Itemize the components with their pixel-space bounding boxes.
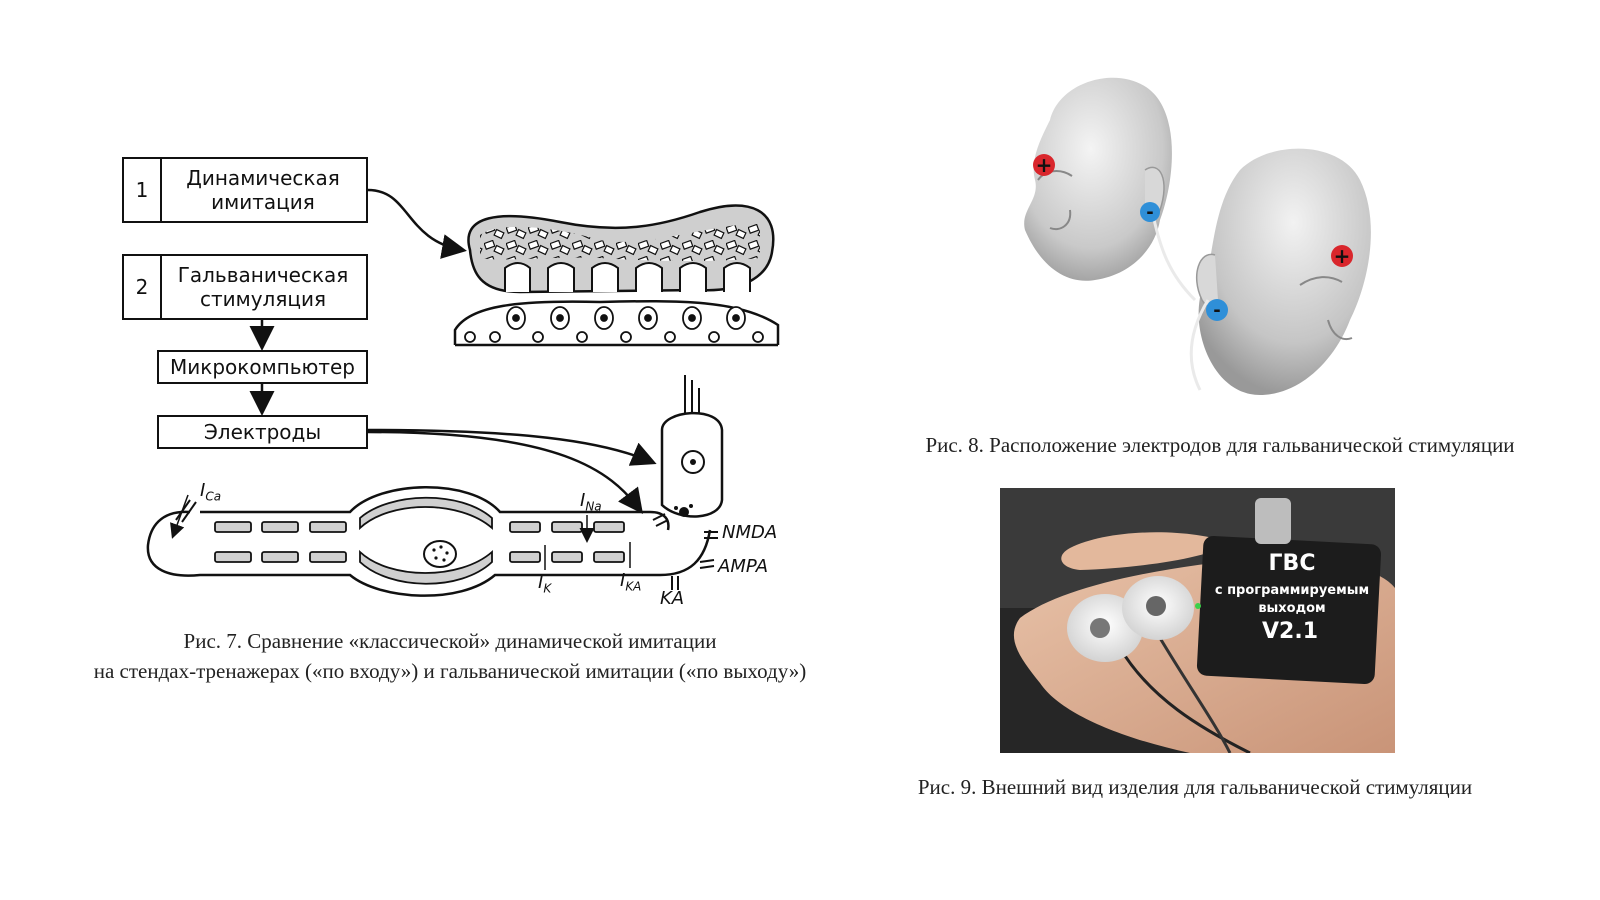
label-ika: IKA: [620, 570, 642, 594]
label-ina: INa: [580, 490, 602, 514]
device-photo: ГВС с программируемым выходом V2.1: [1000, 488, 1395, 753]
plus-electrode-left: [1033, 154, 1055, 176]
arrow-electrodes-to-haircell: [367, 428, 657, 466]
plus-electrode-right: [1331, 245, 1353, 267]
box-label: Динамическая имитация: [186, 166, 340, 214]
heads-illustration: + - + -: [1024, 77, 1371, 395]
arrow-electrodes-to-synapse: [367, 430, 644, 514]
figure-7-caption: Рис. 7. Сравнение «классической» динамич…: [40, 626, 860, 686]
neuron: [146, 486, 718, 597]
label-ica: ICa: [200, 480, 222, 504]
head-left: [1024, 77, 1197, 302]
arrow-to-otolith: [367, 188, 467, 259]
figure-8-caption: Рис. 8. Расположение электродов для галь…: [925, 433, 1515, 457]
box-galvanic-stimulation: 2 Гальваническая стимуляция: [122, 254, 368, 320]
box-electrodes: Электроды: [157, 415, 368, 449]
otolith-organ: [453, 204, 780, 347]
device-label-sub1: с программируемым: [1215, 583, 1369, 598]
hair-cell: [660, 375, 724, 518]
minus-electrode-left: [1140, 202, 1160, 222]
plus-sign: +: [1334, 244, 1351, 268]
device-label-sub2: выходом: [1258, 601, 1325, 616]
plus-sign: +: [1036, 153, 1053, 177]
fig7-diagram: [146, 188, 780, 597]
label-nmda: NMDA: [722, 522, 778, 543]
box-microcomputer: Микрокомпьютер: [157, 350, 368, 384]
head-right: [1189, 148, 1371, 395]
minus-electrode-right: [1206, 299, 1228, 321]
label-ka: KA: [660, 588, 685, 609]
minus-sign: -: [1213, 300, 1220, 321]
device-label-version: V2.1: [1262, 619, 1318, 644]
box-dynamic-imitation: 1 Динамическая имитация: [122, 157, 368, 223]
minus-sign: -: [1146, 202, 1153, 223]
figure-9-caption: Рис. 9. Внешний вид изделия для гальвани…: [917, 775, 1473, 799]
device-label-title: ГВС: [1269, 551, 1316, 576]
device-body: [1196, 535, 1382, 685]
label-ampa: AMPA: [718, 556, 769, 577]
label-ik: IK: [538, 572, 552, 596]
box-label: Гальваническая стимуляция: [177, 263, 349, 311]
box-number: 2: [124, 256, 162, 318]
caption-line-2: на стендах-тренажерах («по входу») и гал…: [93, 659, 807, 683]
box-number: 1: [124, 159, 162, 221]
caption-line-1: Рис. 7. Сравнение «классической» динамич…: [183, 629, 717, 653]
